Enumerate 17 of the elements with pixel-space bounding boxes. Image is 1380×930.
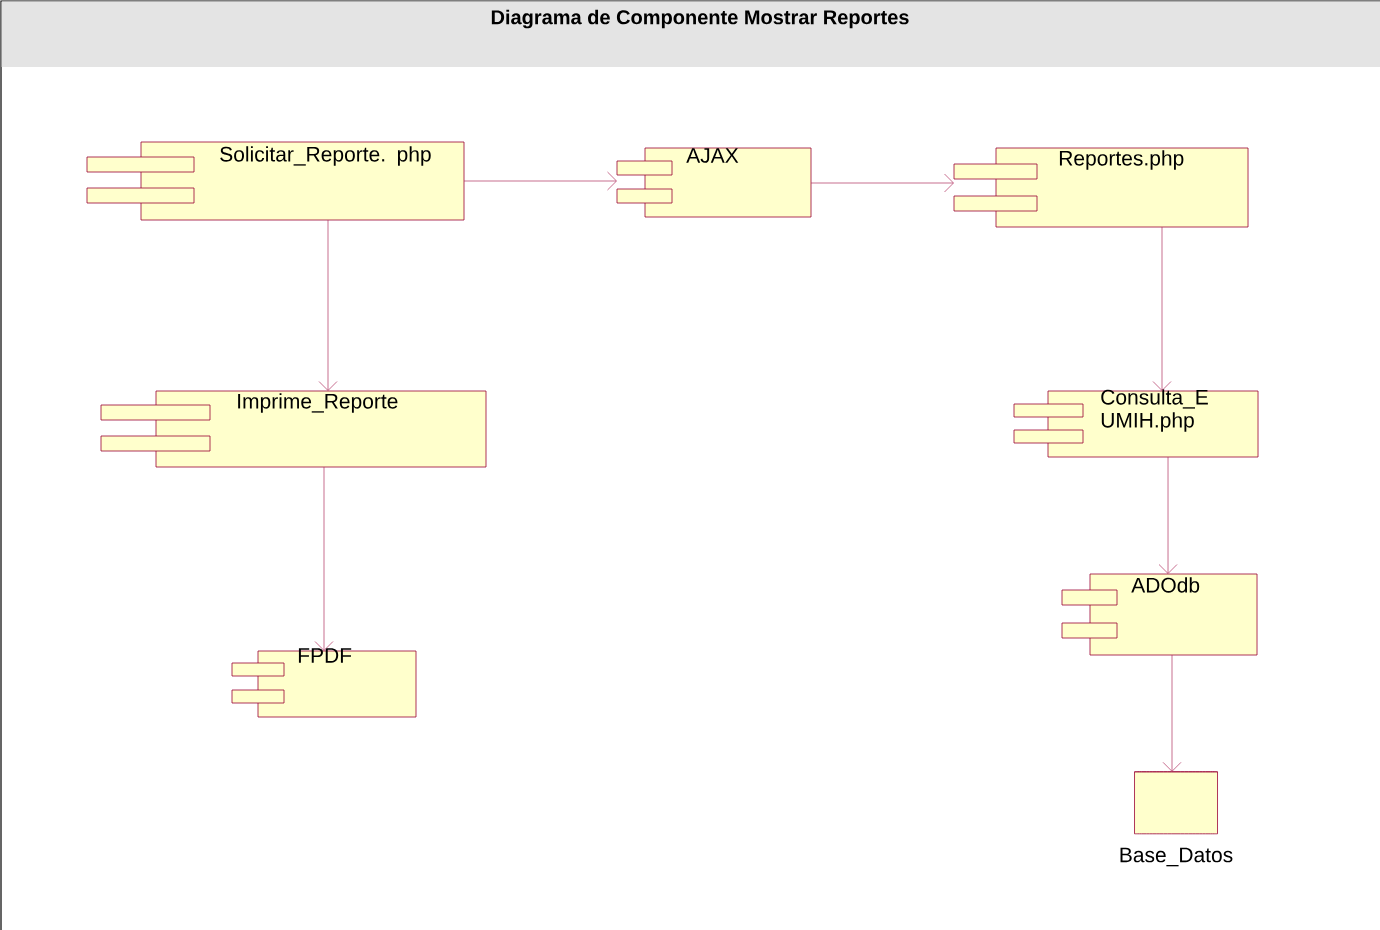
component-box: Reportes.php <box>953 147 1249 228</box>
component-box: Solicitar_Reporte. php <box>86 141 465 221</box>
arrow <box>314 466 334 651</box>
component-box: Consulta_E UMIH.php <box>1013 389 1259 458</box>
component-box: FPDF <box>231 648 417 718</box>
arrow <box>1158 456 1178 574</box>
arrow <box>1152 226 1172 391</box>
arrow <box>1162 654 1182 772</box>
database-cylinder: Base_Datos <box>1120 771 1233 867</box>
component-box: Imprime_Reporte <box>100 390 487 468</box>
arrow <box>810 173 954 193</box>
component-box: AJAX <box>616 147 812 218</box>
arrow <box>318 219 338 391</box>
arrow <box>463 171 617 191</box>
title-bar: Diagrama de Componente Mostrar Reportes <box>1 1 1380 67</box>
node-label: Base_Datos <box>1120 847 1233 867</box>
component-box: ADOdb <box>1061 573 1258 656</box>
